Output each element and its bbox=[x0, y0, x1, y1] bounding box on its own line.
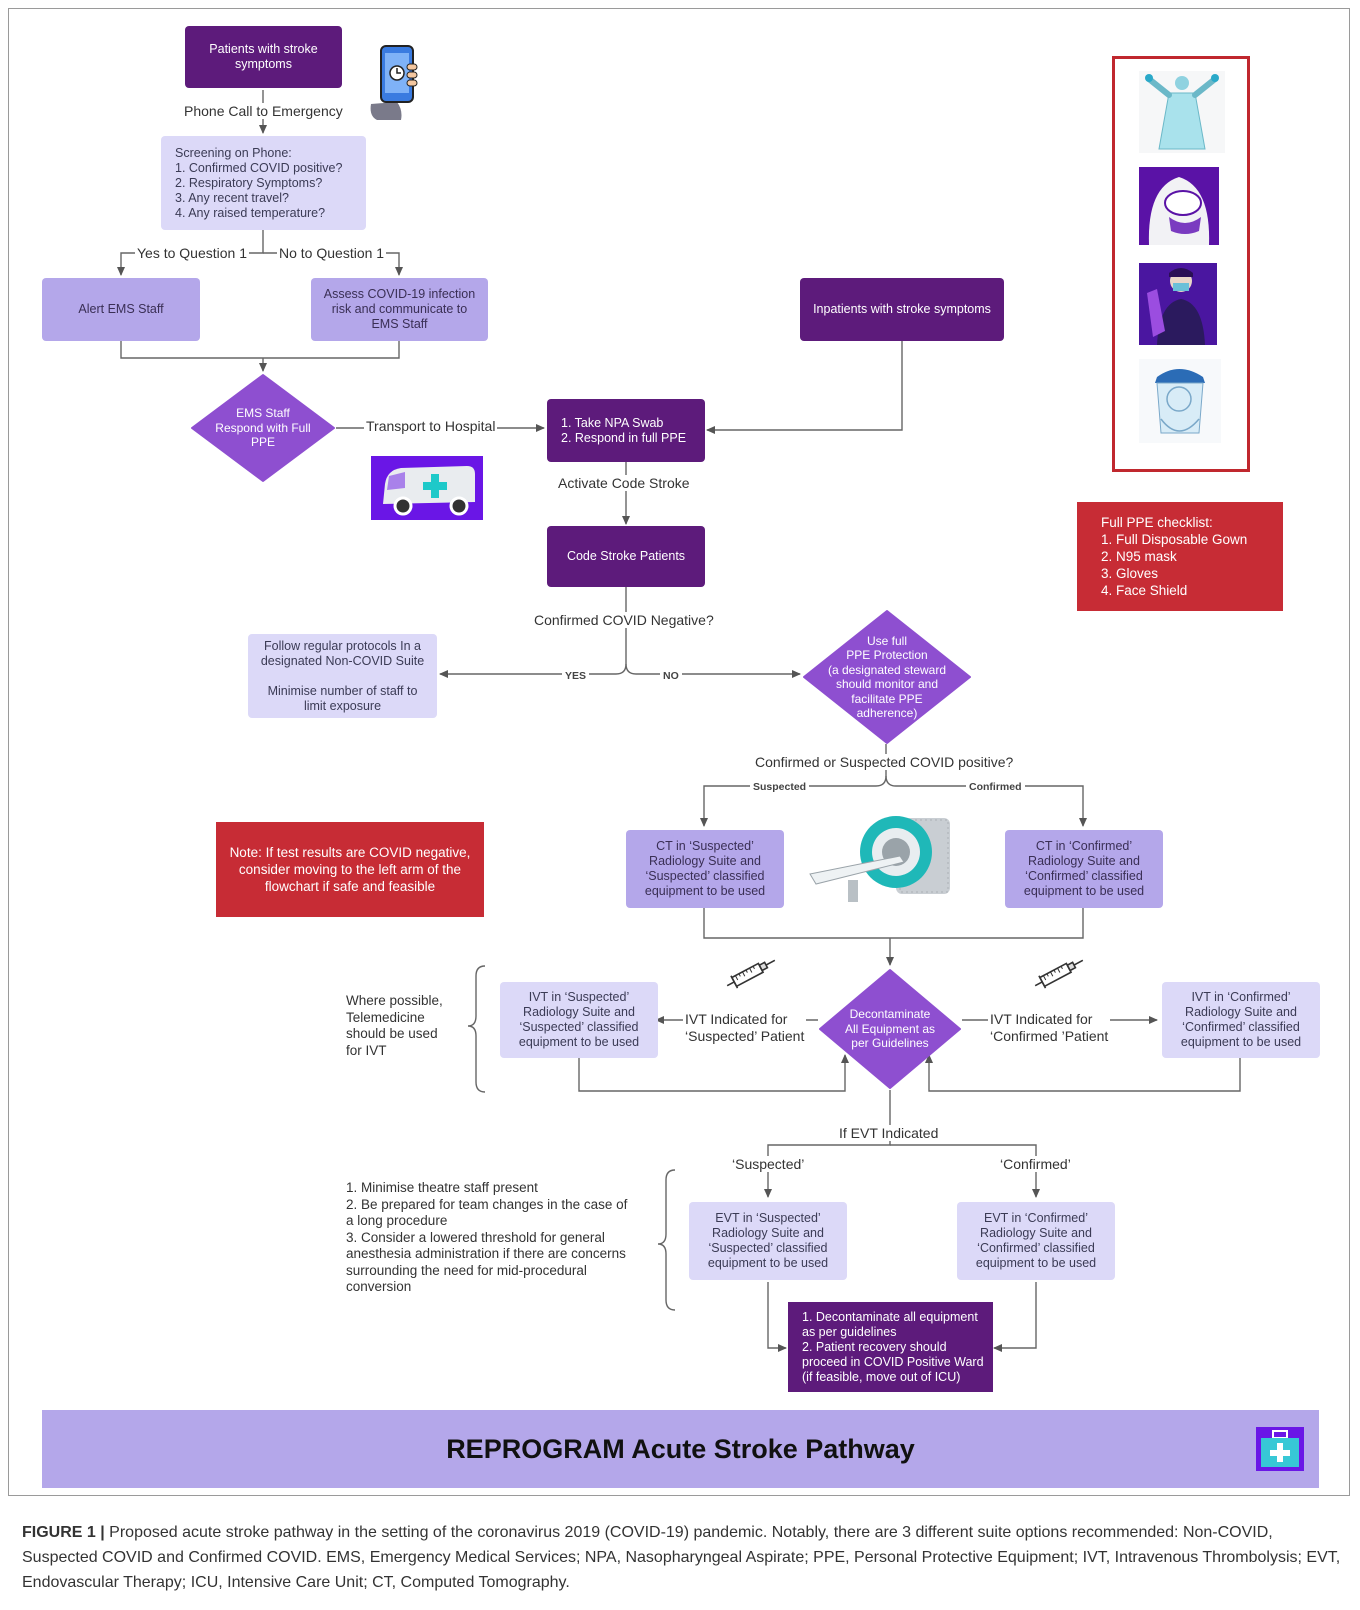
edge-label-confirmed-or-suspected: Confirmed or Suspected COVID positive? bbox=[753, 754, 1016, 770]
node-evt-suspected: EVT in ‘Suspected’ Radiology Suite and ‘… bbox=[689, 1202, 847, 1280]
edge-label-confirmed: Confirmed bbox=[966, 779, 1025, 795]
medical-kit-icon bbox=[1255, 1426, 1305, 1477]
edge-label-activate: Activate Code Stroke bbox=[556, 475, 692, 491]
node-ems-respond-text: EMS Staff Respond with Full PPE bbox=[215, 406, 311, 450]
node-follow-regular: Follow regular protocols In a designated… bbox=[248, 634, 437, 718]
figure-caption-label: FIGURE 1 | bbox=[22, 1524, 105, 1541]
figure-caption-text: Proposed acute stroke pathway in the set… bbox=[22, 1524, 1341, 1591]
n95-mask-icon bbox=[1139, 167, 1219, 250]
edge-label-evt-confirmed: ‘Confirmed’ bbox=[998, 1156, 1073, 1172]
ppe-checklist-note: Full PPE checklist: 1. Full Disposable G… bbox=[1077, 502, 1283, 611]
figure-caption: FIGURE 1 | Proposed acute stroke pathway… bbox=[22, 1520, 1342, 1595]
node-decontaminate-text: Decontaminate All Equipment as per Guide… bbox=[844, 1007, 936, 1051]
edge-label-transport: Transport to Hospital bbox=[364, 418, 498, 434]
edge-label-yes: YES bbox=[562, 668, 590, 684]
node-patients-stroke: Patients with stroke symptoms bbox=[185, 26, 342, 88]
node-code-stroke: Code Stroke Patients bbox=[547, 526, 705, 587]
node-alert-ems: Alert EMS Staff bbox=[42, 278, 200, 341]
edge-label-no-q1: No to Question 1 bbox=[277, 245, 387, 261]
node-ivt-suspected: IVT in ‘Suspected’ Radiology Suite and ‘… bbox=[500, 982, 658, 1058]
pathway-banner: REPROGRAM Acute Stroke Pathway bbox=[42, 1410, 1319, 1488]
syringe-icon bbox=[722, 955, 780, 996]
node-screening: Screening on Phone: 1. Confirmed COVID p… bbox=[161, 136, 366, 230]
node-assess-covid: Assess COVID-19 infection risk and commu… bbox=[311, 278, 488, 341]
node-use-full-ppe: Use full PPE Protection (a designated st… bbox=[802, 609, 972, 745]
edge-label-ivt-suspected: IVT Indicated for ‘Suspected’ Patient bbox=[683, 1011, 807, 1045]
node-npa-swab: 1. Take NPA Swab 2. Respond in full PPE bbox=[547, 399, 705, 462]
node-inpatients: Inpatients with stroke symptoms bbox=[800, 278, 1004, 341]
figure-frame bbox=[8, 8, 1350, 1496]
edge-label-suspected: Suspected bbox=[750, 779, 810, 795]
edge-label-phone-call: Phone Call to Emergency bbox=[182, 103, 345, 119]
edge-label-yes-q1: Yes to Question 1 bbox=[135, 245, 250, 261]
covid-negative-note: Note: If test results are COVID negative… bbox=[216, 822, 484, 917]
node-ct-confirmed: CT in ‘Confirmed’ Radiology Suite and ‘C… bbox=[1005, 830, 1163, 908]
edge-label-evt-suspected: ‘Suspected’ bbox=[730, 1156, 807, 1172]
node-evt-confirmed: EVT in ‘Confirmed’ Radiology Suite and ‘… bbox=[957, 1202, 1115, 1280]
ct-scanner-icon bbox=[808, 806, 962, 911]
phone-icon bbox=[367, 44, 427, 127]
gown-icon bbox=[1139, 71, 1225, 158]
node-use-full-ppe-text: Use full PPE Protection (a designated st… bbox=[827, 633, 947, 721]
gloves-icon bbox=[1139, 263, 1217, 350]
node-final-step: 1. Decontaminate all equipment as per gu… bbox=[788, 1302, 993, 1392]
node-ct-suspected: CT in ‘Suspected’ Radiology Suite and ‘S… bbox=[626, 830, 784, 908]
syringe-icon bbox=[1030, 955, 1088, 996]
edge-label-confirmed-negative: Confirmed COVID Negative? bbox=[532, 612, 716, 628]
edge-label-if-evt: If EVT Indicated bbox=[837, 1125, 941, 1141]
face-shield-icon bbox=[1139, 359, 1221, 448]
node-ems-respond: EMS Staff Respond with Full PPE bbox=[190, 373, 336, 483]
ambulance-icon bbox=[371, 456, 483, 520]
edge-label-no: NO bbox=[660, 668, 682, 684]
telemedicine-note: Where possible, Telemedicine should be u… bbox=[346, 993, 443, 1058]
banner-title: REPROGRAM Acute Stroke Pathway bbox=[446, 1433, 915, 1464]
edge-label-ivt-confirmed: IVT Indicated for ‘Confirmed ’Patient bbox=[988, 1011, 1111, 1045]
node-decontaminate: Decontaminate All Equipment as per Guide… bbox=[818, 968, 962, 1090]
theatre-note: 1. Minimise theatre staff present 2. Be … bbox=[346, 1180, 628, 1294]
node-ivt-confirmed: IVT in ‘Confirmed’ Radiology Suite and ‘… bbox=[1162, 982, 1320, 1058]
ppe-images-panel bbox=[1112, 56, 1250, 472]
